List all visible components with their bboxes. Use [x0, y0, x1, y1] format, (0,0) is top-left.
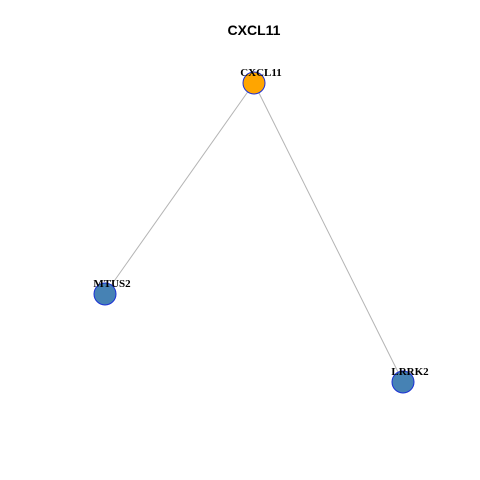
node-lrrk2: LRRK2 [391, 366, 429, 394]
edge-layer [104, 82, 404, 383]
node-cxcl11: CXCL11 [240, 67, 282, 95]
node-mtus2: MTUS2 [93, 278, 131, 306]
node-label: LRRK2 [391, 366, 429, 378]
node-circle [391, 370, 415, 394]
node-circle [93, 282, 117, 306]
edge-cxcl11-lrrk2 [253, 82, 404, 383]
plot-title: CXCL11 [228, 22, 281, 38]
node-label: CXCL11 [240, 67, 282, 79]
node-circle [242, 71, 266, 95]
edge-cxcl11-mtus2 [104, 82, 255, 295]
node-label: MTUS2 [93, 278, 131, 290]
